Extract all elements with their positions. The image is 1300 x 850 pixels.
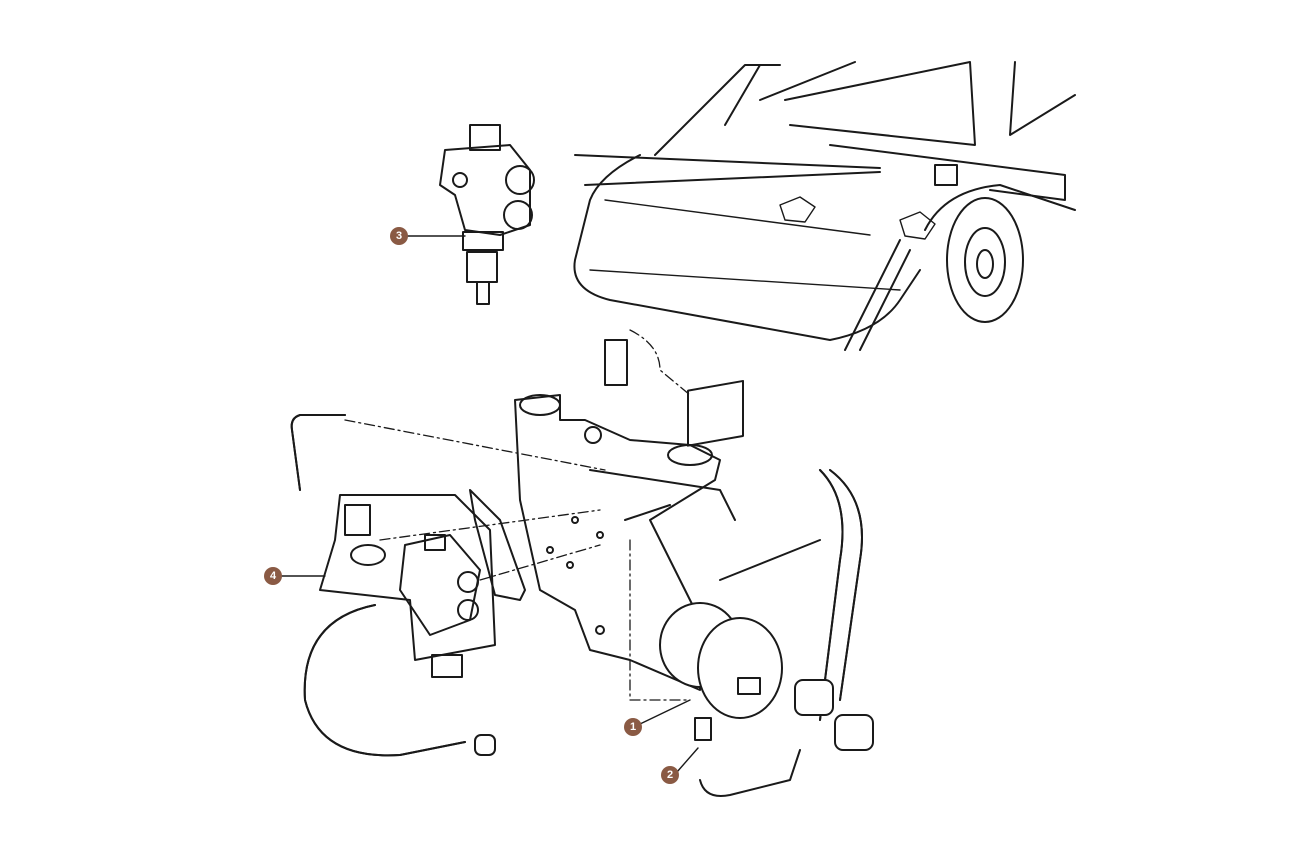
bracket-assembly bbox=[469, 339, 821, 691]
callout-3[interactable]: 3 bbox=[390, 227, 408, 245]
callout-2[interactable]: 2 bbox=[661, 766, 679, 784]
pipes-and-hoses bbox=[290, 414, 874, 797]
callout-4-label: 4 bbox=[270, 570, 277, 582]
alignment-lines bbox=[344, 329, 691, 701]
valve-assembly-part bbox=[319, 494, 496, 678]
pressure-valve-part bbox=[439, 124, 535, 305]
callout-2-label: 2 bbox=[667, 769, 673, 781]
callout-1[interactable]: 1 bbox=[624, 718, 642, 736]
callout-leaders bbox=[280, 235, 699, 773]
callout-1-label: 1 bbox=[630, 721, 636, 733]
callout-4[interactable]: 4 bbox=[264, 567, 282, 585]
car-rear-illustration bbox=[573, 61, 1076, 351]
regulator-canister-part bbox=[659, 602, 783, 719]
callout-3-label: 3 bbox=[396, 230, 402, 242]
